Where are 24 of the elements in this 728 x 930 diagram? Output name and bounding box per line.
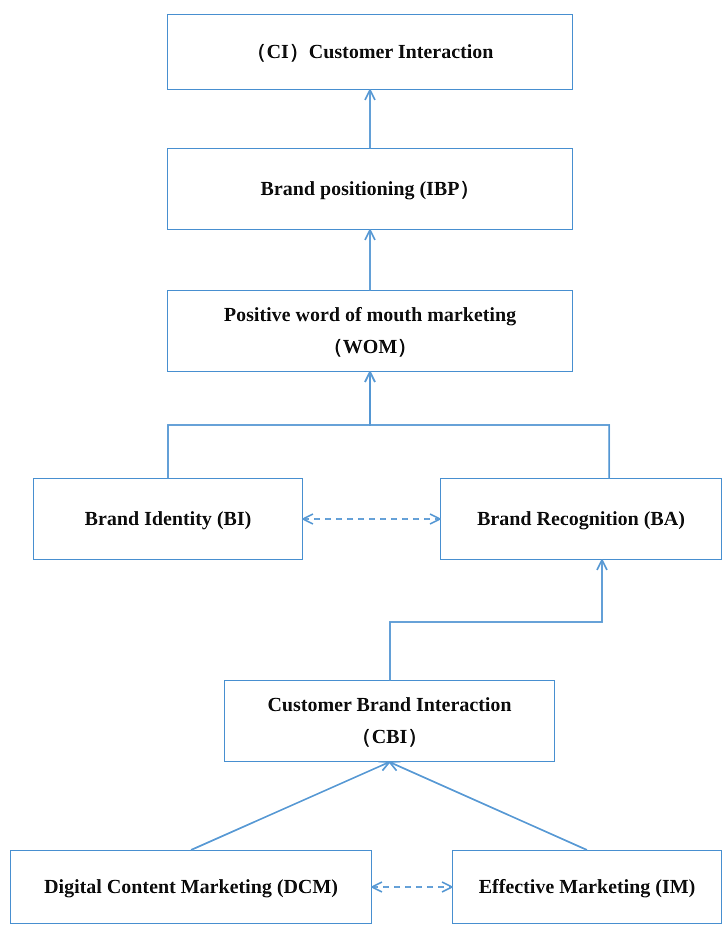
box-label: Digital Content Marketing (DCM) <box>44 875 338 900</box>
box-label: Brand positioning (IBP） <box>260 177 480 202</box>
process-box <box>224 680 555 762</box>
process-box <box>452 850 722 924</box>
box-label: Brand Recognition (BA) <box>477 507 685 532</box>
box-label: Customer Brand Interaction （CBI） <box>266 693 513 750</box>
box-label: （CI）Customer Interaction <box>246 40 494 65</box>
arrow <box>364 89 376 148</box>
arrow <box>389 559 608 680</box>
process-box <box>167 148 573 230</box>
process-box <box>33 478 303 560</box>
process-box <box>167 290 573 372</box>
box-label: Effective Marketing (IM) <box>478 875 696 900</box>
process-box <box>440 478 722 560</box>
process-box <box>10 850 372 924</box>
dashed-arrow <box>371 881 453 893</box>
arrow <box>190 760 390 851</box>
process-box <box>167 14 573 90</box>
dashed-arrow <box>302 513 441 525</box>
box-label: Brand Identity (BI) <box>84 507 252 532</box>
box-label: Positive word of mouth marketing （WOM） <box>222 303 518 360</box>
arrow <box>364 229 376 290</box>
arrow <box>364 371 610 478</box>
arrow <box>388 760 588 851</box>
